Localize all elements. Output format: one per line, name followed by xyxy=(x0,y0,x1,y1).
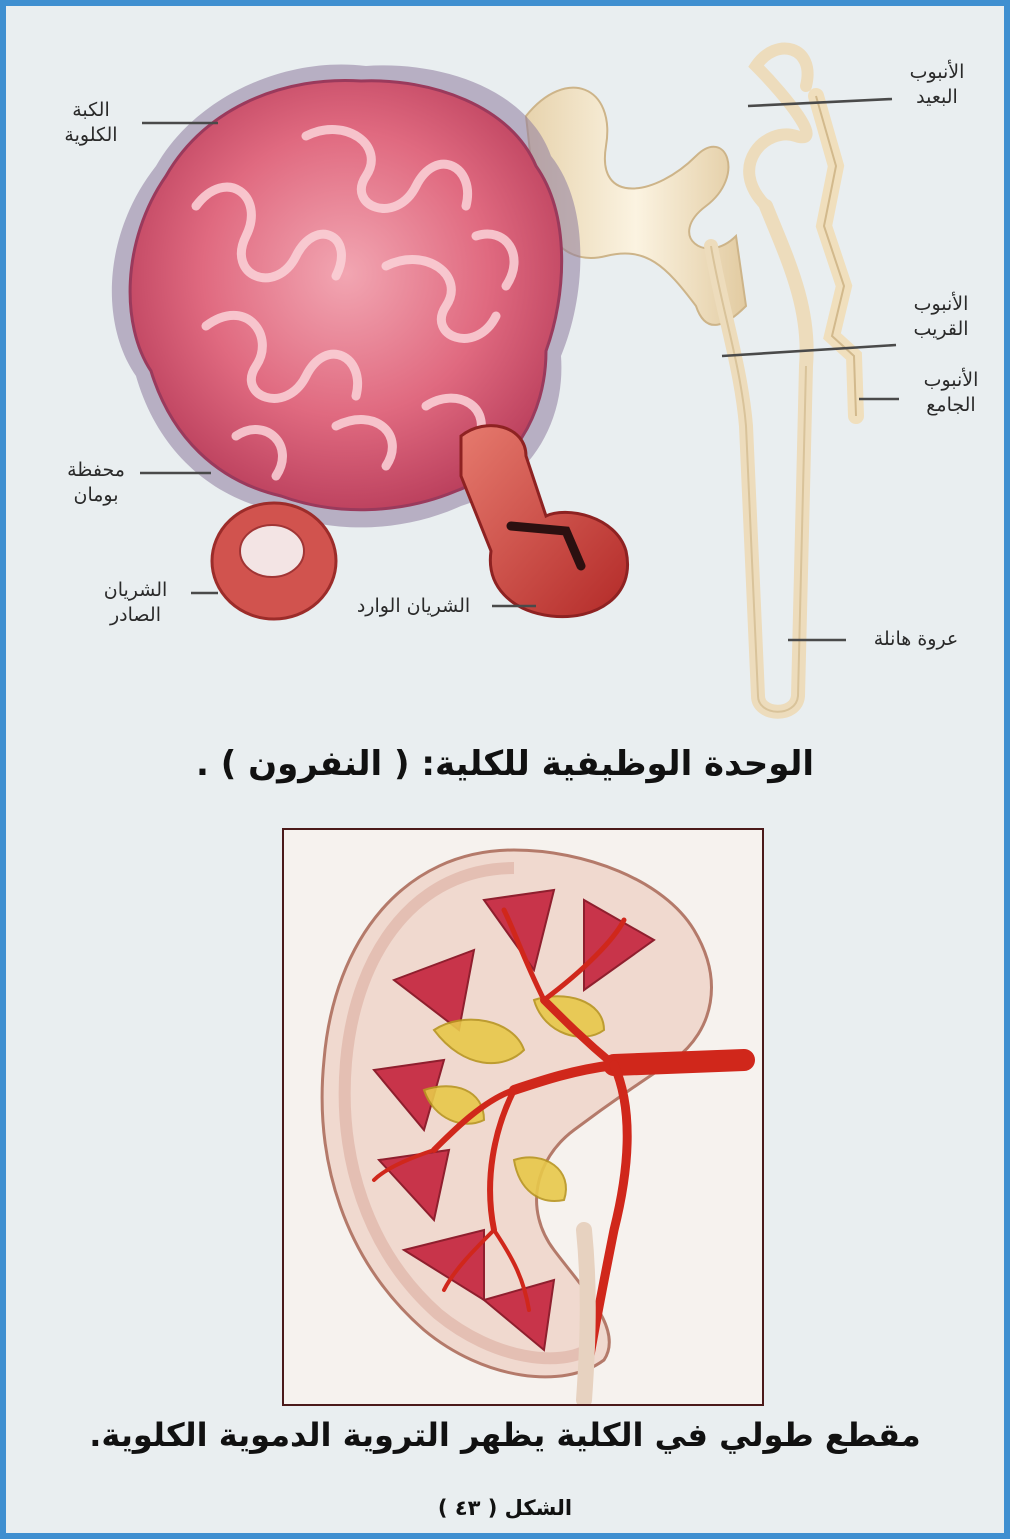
afferent-artery-shape xyxy=(461,426,628,617)
label-efferent-line2: الصادر xyxy=(88,603,183,628)
label-glomerulus: الكبة الكلوية xyxy=(46,98,136,148)
kidney-image-frame xyxy=(282,828,764,1406)
label-efferent-artery: الشريان الصادر xyxy=(88,578,183,628)
label-loop-of-henle: عروة هانلة xyxy=(851,627,981,652)
kidney-section-diagram xyxy=(284,830,762,1404)
label-collecting-duct: الأنبوب الجامع xyxy=(906,368,996,418)
label-glomerulus-line1: الكبة xyxy=(46,98,136,123)
nephron-title: الوحدة الوظيفية للكلية: ( النفرون ) . xyxy=(6,744,1004,784)
label-distal-line1: الأنبوب xyxy=(892,60,982,85)
distal-tubule-shape xyxy=(749,49,807,206)
figure-number: الشكل ( ٤٣ ) xyxy=(6,1496,1004,1520)
label-distal-line2: البعيد xyxy=(892,85,982,110)
kidney-caption: مقطع طولي في الكلية يظهر التروية الدموية… xyxy=(6,1416,1004,1454)
collecting-duct-shape xyxy=(816,96,856,416)
ureter xyxy=(584,1230,588,1400)
label-henle-text: عروة هانلة xyxy=(851,627,981,652)
label-proximal-line2: القريب xyxy=(896,317,986,342)
label-proximal-line1: الأنبوب xyxy=(896,292,986,317)
label-proximal-tubule: الأنبوب القريب xyxy=(896,292,986,342)
label-collecting-line2: الجامع xyxy=(906,393,996,418)
label-collecting-line1: الأنبوب xyxy=(906,368,996,393)
label-glomerulus-line2: الكلوية xyxy=(46,123,136,148)
label-efferent-line1: الشريان xyxy=(88,578,183,603)
label-bowman-line2: بومان xyxy=(51,483,141,508)
label-afferent-artery: الشريان الوارد xyxy=(336,594,491,619)
label-distal-tubule: الأنبوب البعيد xyxy=(892,60,982,110)
label-bowman-line1: محفظة xyxy=(51,458,141,483)
label-afferent-text: الشريان الوارد xyxy=(336,594,491,619)
label-bowman-capsule: محفظة بومان xyxy=(51,458,141,508)
